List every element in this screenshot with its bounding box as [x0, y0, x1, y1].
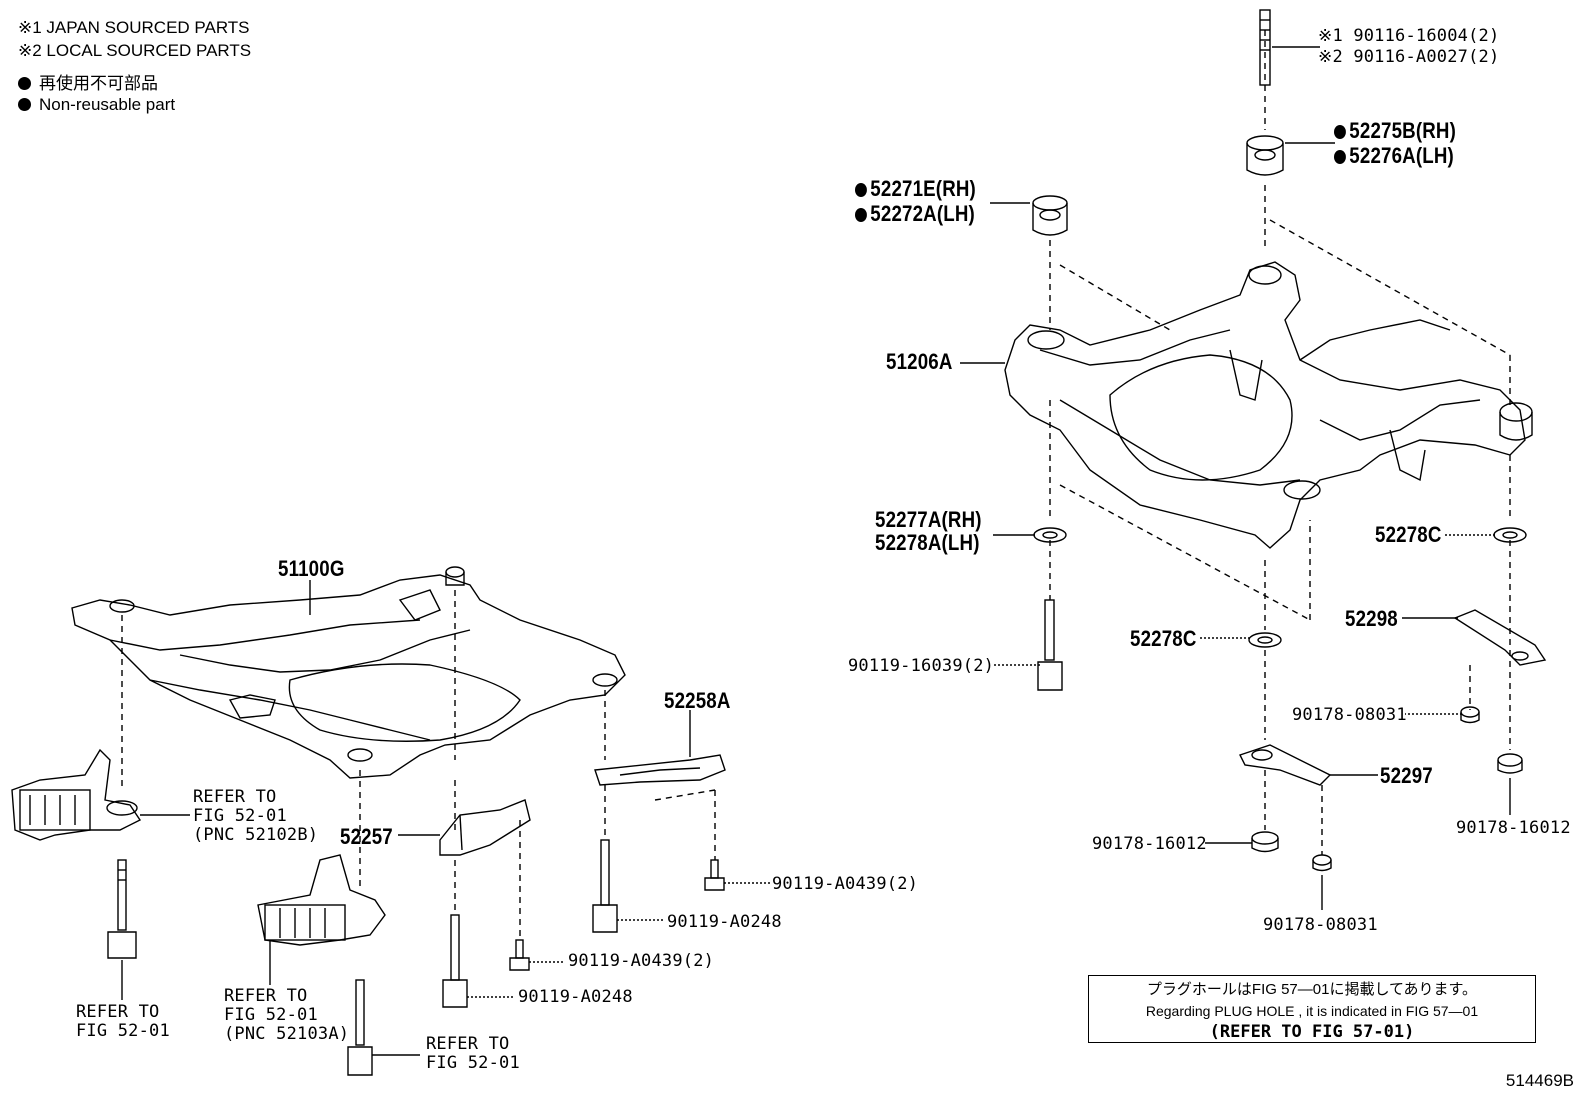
refer-52102B-line3[interactable]: (PNC 52102B) — [193, 825, 319, 845]
note-reference[interactable]: (REFER TO FIG 57-01) — [1209, 1022, 1415, 1042]
label-90119-A0439-left[interactable]: 90119-A0439(2) — [568, 951, 715, 971]
label-90178-16012-left[interactable]: 90178-16012 — [1092, 834, 1207, 854]
label-90116-A0027[interactable]: ※2 90116-A0027(2) — [1318, 47, 1500, 67]
mount-52103A — [257, 854, 386, 946]
note-english: Regarding PLUG HOLE , it is indicated in… — [1145, 1003, 1479, 1019]
label-52278A[interactable]: 52278A(LH) — [875, 530, 980, 555]
label-90119-A0439-right[interactable]: 90119-A0439(2) — [772, 874, 919, 894]
bolt-90119-16039 — [1037, 599, 1063, 691]
nut-90178-16012-left — [1251, 831, 1279, 853]
label-52278C-right[interactable]: 52278C — [1375, 522, 1442, 547]
legend-japan-sourced: ※1 JAPAN SOURCED PARTS — [18, 18, 250, 37]
label-51206A[interactable]: 51206A — [886, 349, 953, 374]
nonreusable-dot-icon — [18, 77, 31, 90]
bolt-mount-left — [107, 859, 137, 959]
legend-nonreusable-jp: 再使用不可部品 — [18, 69, 158, 94]
brace-52298 — [1453, 609, 1547, 666]
brace-52297 — [1239, 744, 1332, 786]
bracket-52258A — [594, 754, 726, 786]
stopper-52278C-right — [1493, 527, 1527, 543]
nonreusable-dot-icon — [18, 98, 31, 111]
label-90178-08031-right[interactable]: 90178-08031 — [1292, 705, 1407, 725]
refer-52103A-line2[interactable]: FIG 52-01 — [224, 1005, 318, 1025]
bushing-52275B — [1246, 135, 1284, 176]
refer-mid-line2[interactable]: FIG 52-01 — [426, 1053, 520, 1073]
plug-hole-note: プラグホールはFIG 57―01に掲載してあります。 Regarding PLU… — [1088, 975, 1536, 1043]
label-90178-16012-right[interactable]: 90178-16012 — [1456, 818, 1571, 838]
label-90178-08031-bottom[interactable]: 90178-08031 — [1263, 915, 1378, 935]
nonreusable-dot-icon — [1334, 150, 1346, 164]
nonreusable-dot-icon — [855, 208, 867, 222]
label-90119-A0248-right[interactable]: 90119-A0248 — [667, 912, 782, 932]
bolt-90119-A0248-right — [592, 839, 618, 933]
label-52271E[interactable]: 52271E(RH) — [855, 176, 976, 202]
nut-90178-08031-bottom — [1312, 854, 1332, 872]
bushing-52271E — [1032, 195, 1068, 236]
label-52278C-mid[interactable]: 52278C — [1130, 626, 1197, 651]
label-52276A[interactable]: 52276A(LH) — [1334, 143, 1454, 169]
mount-52102B — [11, 748, 142, 841]
nut-90178-08031-right — [1460, 706, 1480, 724]
stopper-52277A — [1033, 527, 1067, 543]
crossmember-51100G — [71, 566, 626, 779]
crossmember-51206A — [1004, 261, 1533, 549]
label-90116-16004[interactable]: ※1 90116-16004(2) — [1318, 26, 1500, 46]
refer-left-line2[interactable]: FIG 52-01 — [76, 1021, 170, 1041]
label-52257[interactable]: 52257 — [340, 824, 393, 849]
bolt-90116 — [1259, 9, 1271, 86]
refer-52103A-line3[interactable]: (PNC 52103A) — [224, 1024, 350, 1044]
label-90119-A0248-left[interactable]: 90119-A0248 — [518, 987, 633, 1007]
refer-52102B-line2[interactable]: FIG 52-01 — [193, 806, 287, 826]
legend-nonreusable-en: Non-reusable part — [18, 95, 175, 115]
nut-90178-16012-right — [1497, 753, 1523, 774]
stopper-52278C-mid — [1248, 632, 1282, 648]
label-52277A[interactable]: 52277A(RH) — [875, 507, 982, 532]
label-52298[interactable]: 52298 — [1345, 606, 1398, 631]
figure-id: 514469B — [1505, 1071, 1574, 1090]
bolt-90119-A0248-left — [442, 914, 468, 1008]
label-52272A[interactable]: 52272A(LH) — [855, 201, 975, 227]
label-90119-16039[interactable]: 90119-16039(2) — [848, 656, 995, 676]
label-52258A[interactable]: 52258A — [664, 688, 731, 713]
note-japanese: プラグホールはFIG 57―01に掲載してあります。 — [1146, 981, 1478, 998]
refer-left-line1[interactable]: REFER TO — [76, 1002, 160, 1022]
bolt-90119-A0439-right — [704, 859, 725, 891]
legend-local-sourced: ※2 LOCAL SOURCED PARTS — [18, 41, 252, 60]
nonreusable-dot-icon — [1334, 125, 1346, 139]
refer-52103A-line1[interactable]: REFER TO — [224, 986, 308, 1006]
bolt-90119-A0439-left — [509, 939, 530, 971]
label-52297[interactable]: 52297 — [1380, 763, 1433, 788]
refer-52102B-line1[interactable]: REFER TO — [193, 787, 277, 807]
bolt-mount-mid — [347, 979, 373, 1076]
nonreusable-dot-icon — [855, 183, 867, 197]
bracket-52257 — [439, 799, 531, 856]
refer-mid-line1[interactable]: REFER TO — [426, 1034, 510, 1054]
label-51100G[interactable]: 51100G — [278, 556, 345, 581]
label-52275B[interactable]: 52275B(RH) — [1334, 118, 1456, 144]
